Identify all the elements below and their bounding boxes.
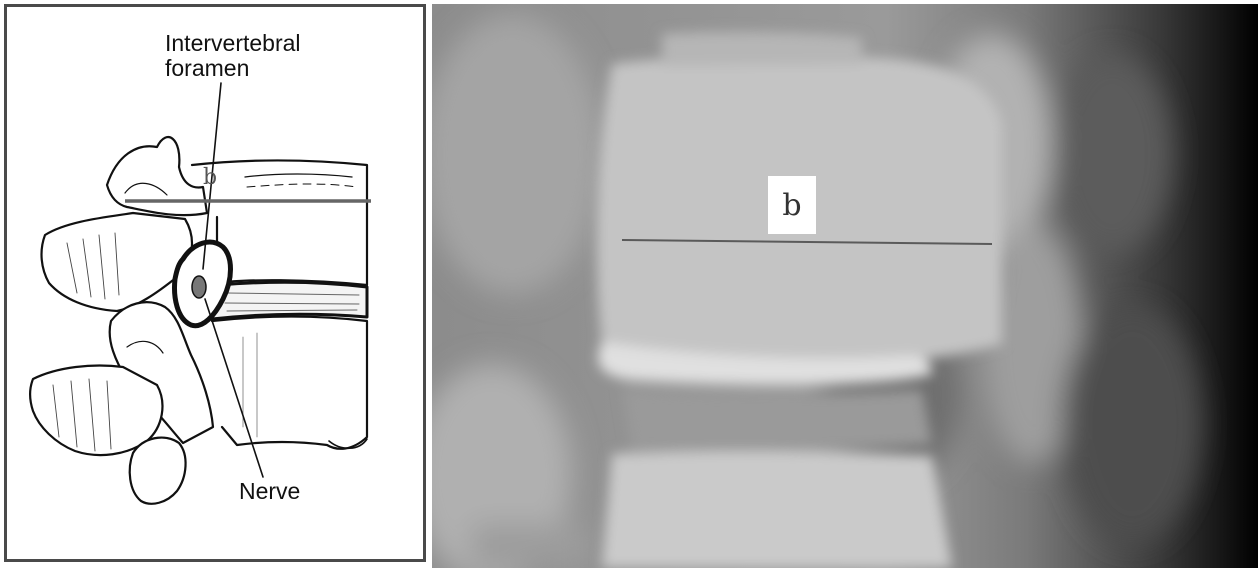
vertebra-drawing xyxy=(7,7,423,559)
inferior-articular-process xyxy=(130,438,186,504)
nerve-root xyxy=(192,276,206,298)
label-measurement-b: b xyxy=(768,176,816,234)
lower-vertebral-body-shadow xyxy=(602,451,952,568)
radiograph-image xyxy=(432,4,1258,568)
lower-spinous-process xyxy=(30,366,162,456)
intervertebral-disc xyxy=(212,282,367,319)
label-nerve: Nerve xyxy=(239,479,300,504)
label-intervertebral-foramen: Intervertebral foramen xyxy=(165,31,301,81)
superior-articular-process xyxy=(107,137,207,215)
disc-space xyxy=(622,388,932,451)
vertebra-illustration-panel: Intervertebral foramen Nerve b xyxy=(4,4,426,562)
label-measurement-b: b xyxy=(203,165,217,190)
lower-vertebral-body xyxy=(212,317,367,449)
lateral-radiograph-panel: b xyxy=(432,4,1258,568)
